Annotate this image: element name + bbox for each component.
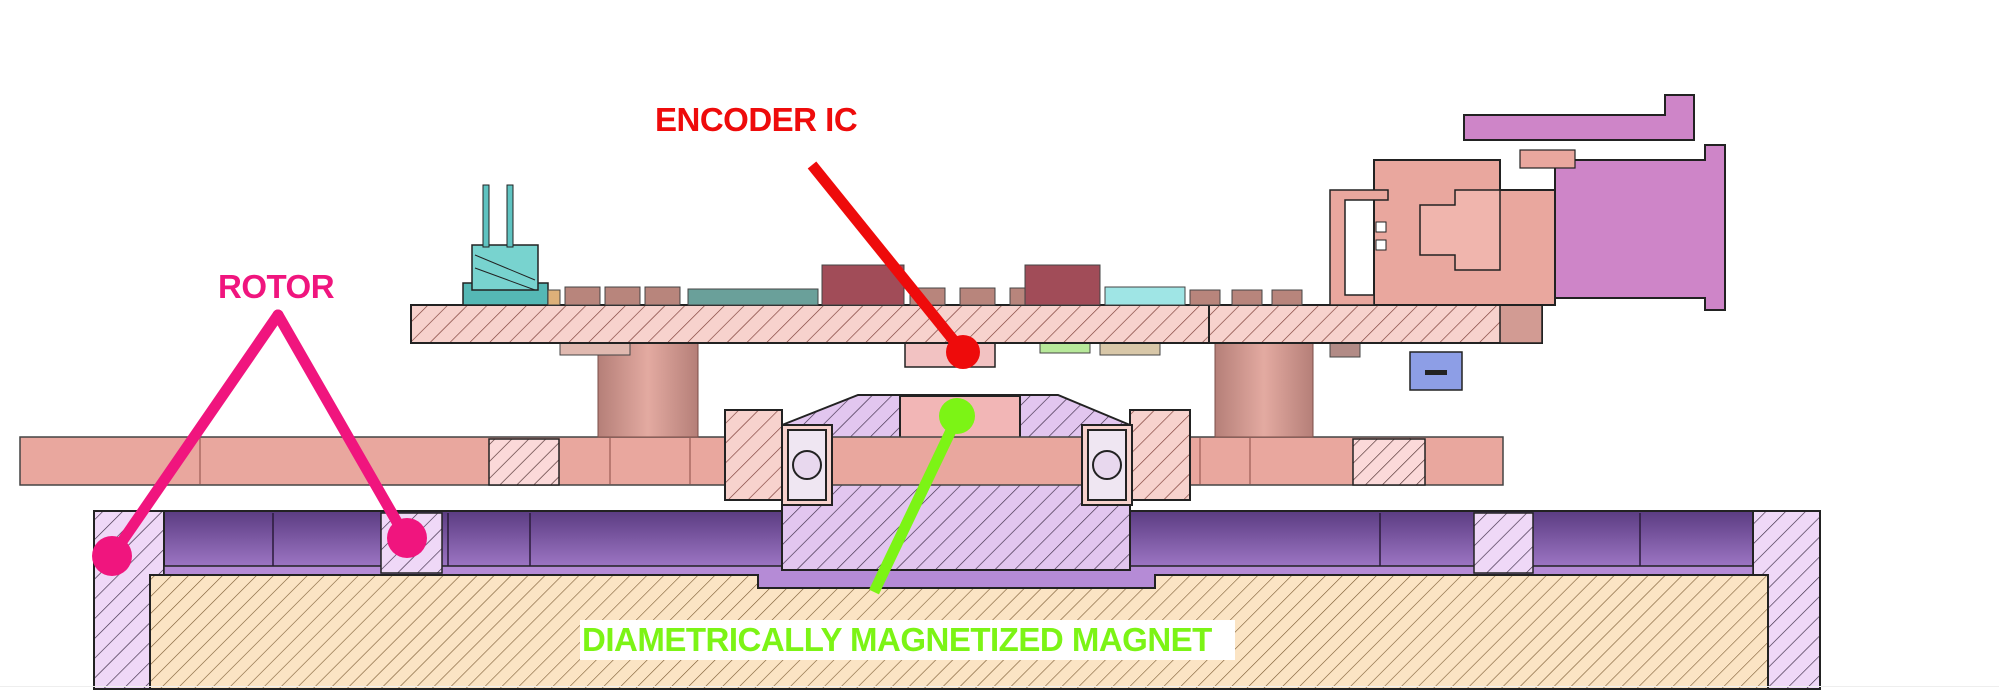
bearing-icon — [787, 429, 1127, 501]
pcb-top-components — [564, 264, 1303, 306]
standoffs — [597, 342, 1314, 438]
rotor-label: ROTOR — [218, 268, 335, 305]
pcb-board — [410, 301, 1543, 344]
encoder-ic-callout: ENCODER IC — [655, 101, 980, 369]
connector-icon — [1329, 94, 1726, 311]
header-pins-icon — [462, 184, 561, 306]
magnet-callout: DIAMETRICALLY MAGNETIZED MAGNET — [580, 398, 1235, 660]
encoder-ic-label: ENCODER IC — [655, 101, 857, 138]
rotor-callout: ROTOR — [92, 268, 427, 576]
bottom-divider — [0, 686, 1999, 687]
magnet-label: DIAMETRICALLY MAGNETIZED MAGNET — [582, 621, 1212, 658]
